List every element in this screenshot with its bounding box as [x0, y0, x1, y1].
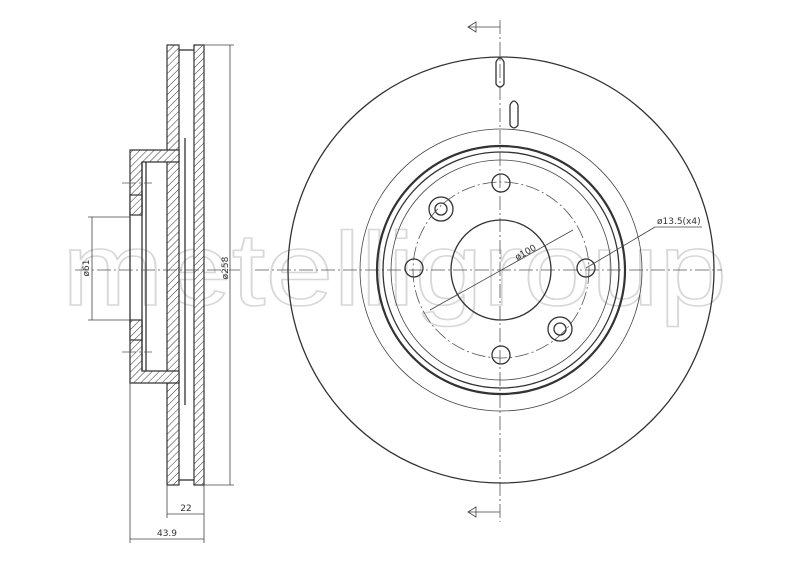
locator-hole — [547, 316, 573, 342]
wear-mark — [495, 57, 505, 88]
inner-friction-plate — [166, 44, 180, 486]
wear-mark — [509, 100, 519, 129]
outer-diameter-label: ø258 — [221, 256, 231, 279]
bolt-circle — [412, 181, 590, 359]
disc-thickness-label: 22 — [180, 504, 191, 514]
front-view: ø100 ø13.5(x4) — [255, 20, 722, 522]
locator-hole — [428, 196, 454, 222]
bolt-hole — [576, 258, 596, 278]
outer-rim — [287, 56, 715, 484]
bolt-hole — [404, 258, 424, 278]
total-height-label: 43.9 — [157, 529, 177, 539]
bolt-hole — [491, 345, 511, 365]
outer-friction-plate — [193, 44, 205, 486]
center-bore — [450, 219, 552, 321]
section-arrow-top — [467, 21, 500, 33]
side-section-view: ø61 ø258 22 43.9 — [75, 44, 240, 543]
section-arrow-bottom — [467, 506, 500, 518]
hub-bore-label: ø61 — [82, 260, 92, 277]
bolt-hole-label: ø13.5(x4) — [657, 217, 701, 227]
bolt-hole — [491, 173, 511, 193]
